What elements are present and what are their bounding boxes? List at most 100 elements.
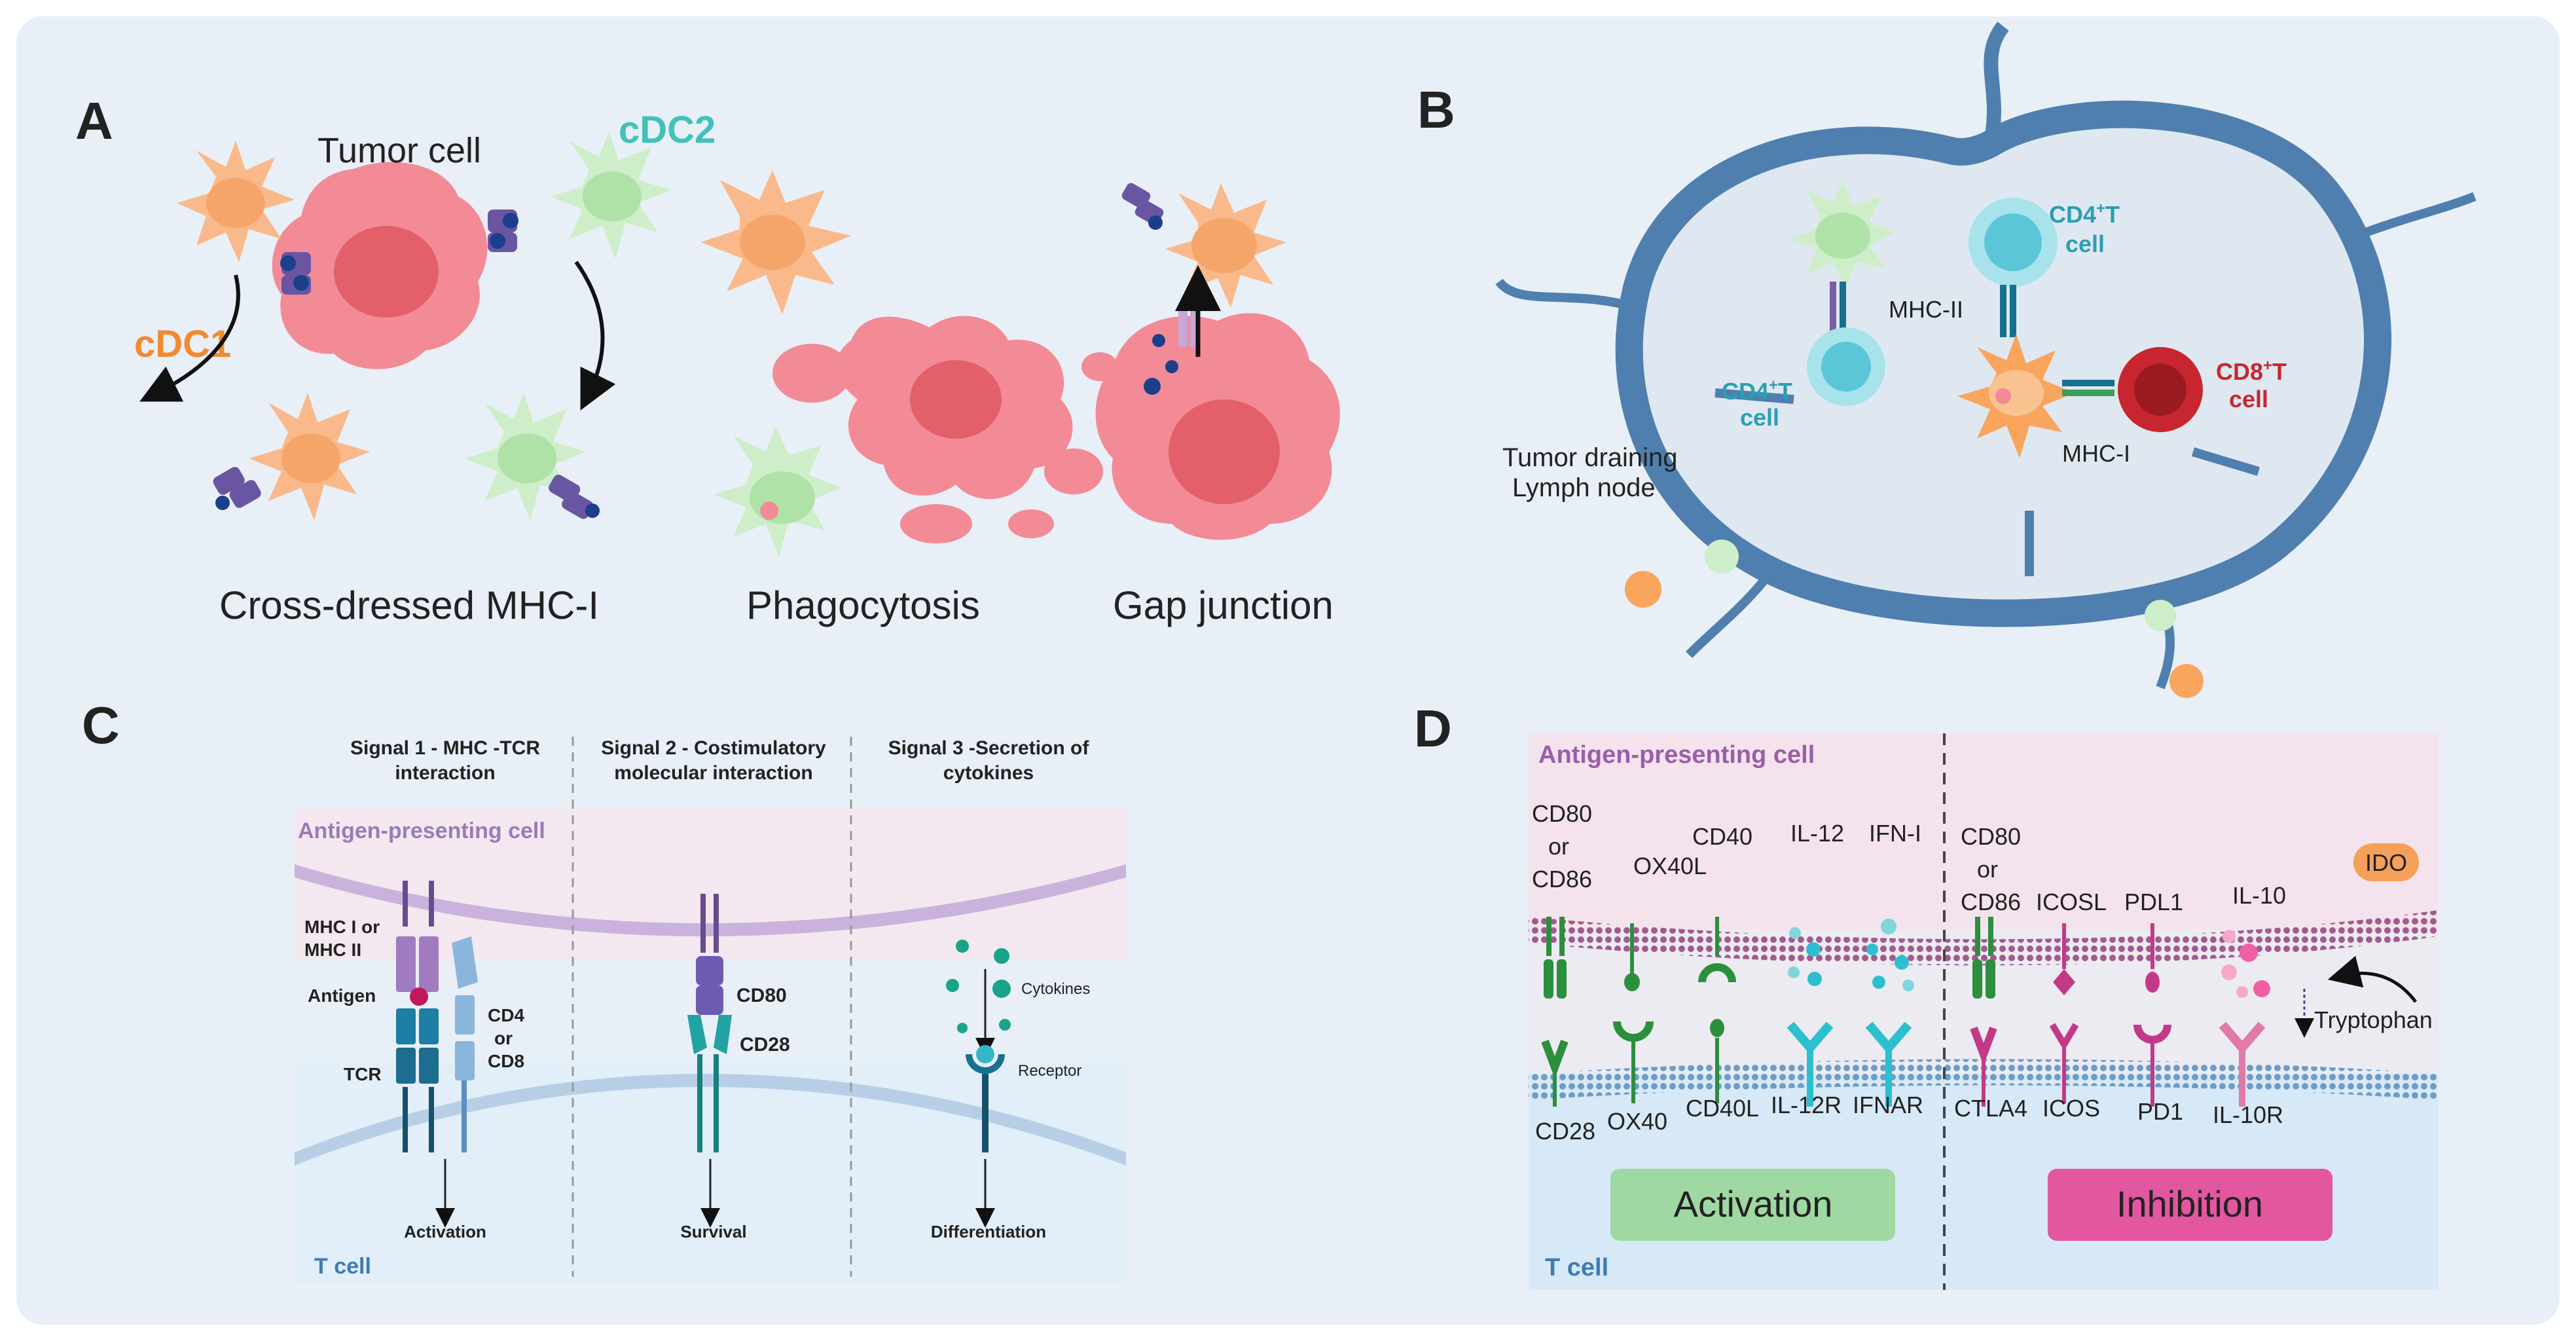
signal1-header-2: interaction: [395, 762, 495, 784]
signal2-header-1: Signal 2 - Costimulatory: [601, 737, 826, 759]
rec-cd40l: CD40L: [1686, 1095, 1759, 1122]
panel-b-letter: B: [1417, 81, 1455, 139]
caption-phagocytosis: Phagocytosis: [746, 583, 980, 627]
node-label-2: Lymph node: [1512, 473, 1656, 502]
cdc1-cell-top: [177, 141, 295, 262]
rec-ox40: OX40: [1607, 1108, 1667, 1135]
cd8-label-c: CD8: [488, 1051, 524, 1071]
lig-il12: IL-12: [1790, 820, 1844, 847]
panel-a-letter: A: [75, 92, 113, 150]
panel-c-letter: C: [82, 696, 120, 754]
outcome-survival: Survival: [680, 1222, 746, 1241]
lig-pdl1: PDL1: [2124, 889, 2183, 915]
panel-d-letter: D: [1414, 699, 1452, 758]
lig-cd80-1: CD80: [1532, 800, 1592, 827]
c-apc-label: Antigen-presenting cell: [298, 818, 545, 843]
d-apc-region: [1529, 733, 2439, 930]
cd4-top-label-cell: cell: [2065, 230, 2105, 257]
lig-cd80-or: or: [1548, 833, 1569, 860]
dc-center-orange: [1957, 334, 2203, 458]
arrow-cdc2: [574, 261, 616, 411]
mhc2-label: MHC-II: [1889, 296, 1963, 323]
panel-a: A Tumor cell cDC1 cDC2: [75, 92, 1340, 627]
cd8-label-cell: cell: [2229, 386, 2268, 413]
lig-inh-cd80: CD80: [1961, 823, 2021, 850]
lymph-vessel-bl: [1686, 573, 1771, 658]
cd28-label-c: CD28: [740, 1034, 790, 1056]
panel-d: D Antigen-presenting cell T cell CD80 or…: [1414, 699, 2439, 1290]
activation-label: Activation: [1674, 1183, 1833, 1224]
ido-badge: [2353, 843, 2419, 881]
mhc-tcr-complex: [396, 881, 478, 1228]
or-label: or: [494, 1028, 513, 1048]
caption-cross-dressed: Cross-dressed MHC-I: [219, 583, 599, 627]
tcr-label: TCR: [344, 1064, 382, 1084]
inhibition-box: [2048, 1169, 2332, 1241]
lig-inh-cd86: CD86: [1961, 889, 2021, 915]
d-tcell-label: T cell: [1545, 1254, 1608, 1281]
cd4-left-label: CD4+T: [1722, 377, 1792, 405]
cd80-cd28-complex: [687, 894, 732, 1228]
mhc-label-1: MHC I or: [304, 917, 380, 937]
node-label-1: Tumor draining: [1502, 443, 1678, 472]
trabecula-1: [1714, 388, 1794, 404]
cdc1-cell-bottom: [213, 393, 370, 521]
rec-icos: ICOS: [2042, 1095, 2100, 1122]
rec-cd28: CD28: [1535, 1118, 1595, 1145]
outcome-activation: Activation: [404, 1222, 486, 1241]
ido-arrow: [2327, 955, 2417, 1003]
migrating-dc-1: [1625, 540, 2204, 698]
d-apc-membrane: [1529, 910, 2439, 966]
panel-c: C Signal 1 - MHC -TCR interaction Signal…: [82, 696, 1126, 1283]
trabecula-3: [2191, 447, 2260, 476]
tryptophan-label: Tryptophan: [2314, 1006, 2433, 1033]
rec-il12r: IL-12R: [1771, 1092, 1841, 1118]
rec-pd1: PD1: [2137, 1098, 2183, 1125]
mhc1-label: MHC-I: [2062, 440, 2130, 467]
c-tcell-membrane: [295, 1074, 1126, 1166]
rec-ctla4: CTLA4: [1954, 1095, 2027, 1122]
rec-il10r: IL-10R: [2213, 1101, 2283, 1128]
cdc1-label: cDC1: [134, 323, 231, 365]
activation-box: [1610, 1169, 1895, 1241]
lig-icosl: ICOSL: [2036, 889, 2107, 915]
signal3-header-2: cytokines: [943, 762, 1034, 784]
c-apc-membrane: [295, 864, 1126, 936]
signal3-header-1: Signal 3 -Secretion of: [888, 737, 1090, 759]
lymph-vessel-right: [2355, 192, 2476, 240]
caption-gap-junction: Gap junction: [1113, 583, 1333, 627]
cd8-label: CD8+T: [2216, 357, 2287, 385]
d-apc-label: Antigen-presenting cell: [1538, 741, 1815, 769]
arrow-cdc1: [139, 274, 240, 402]
tumor-cell-label: Tumor cell: [317, 131, 481, 170]
cd80-label-c: CD80: [736, 985, 787, 1006]
cdc2-cell-top: [550, 131, 671, 259]
dc-cd4-left: [1790, 180, 1895, 406]
inhibition-label: Inhibition: [2116, 1183, 2263, 1224]
signal1-header-1: Signal 1 - MHC -TCR: [350, 737, 540, 759]
outcome-differentiation: Differentiation: [931, 1222, 1046, 1241]
cytokine-receptor: [946, 940, 1011, 1228]
lig-inh-or: or: [1977, 856, 1998, 883]
lymph-vessel-left: [1495, 278, 1639, 312]
lig-ox40l: OX40L: [1633, 853, 1707, 879]
gap-junction-group: [1095, 183, 1340, 540]
d-activation-molecules: [1541, 917, 1914, 1107]
mhc-receptor-left: [280, 252, 311, 295]
antigen-label: Antigen: [308, 985, 376, 1006]
cytokines-label: Cytokines: [1021, 980, 1090, 998]
receptor-label: Receptor: [1018, 1062, 1081, 1080]
lig-ifni: IFN-I: [1869, 820, 1921, 847]
signal2-header-2: molecular interaction: [614, 762, 812, 784]
mhc-label-2: MHC II: [304, 940, 361, 960]
phagocytosis-group: [700, 170, 1118, 557]
d-inhibition-molecules: [1970, 917, 2270, 1107]
cd4-top-cell: [1968, 198, 2058, 337]
cdc2-label: cDC2: [619, 109, 716, 151]
mhc-receptor-right: [488, 210, 518, 252]
cd4-left-label-cell: cell: [1740, 404, 1779, 431]
rec-ifnar: IFNAR: [1853, 1092, 1923, 1118]
cdc2-cell-bottom: [465, 393, 600, 521]
lig-il10: IL-10: [2232, 882, 2286, 909]
